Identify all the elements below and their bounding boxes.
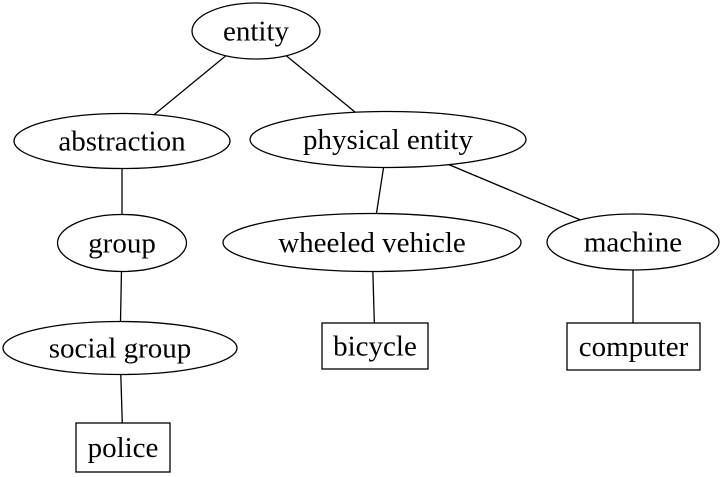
- node-police-shape: [75, 422, 171, 473]
- node-abstraction: abstraction: [13, 112, 231, 170]
- node-machine-label: machine: [584, 227, 682, 259]
- node-group-label: group: [88, 228, 156, 260]
- node-entity-shape: [191, 2, 321, 60]
- node-police-label: police: [88, 432, 159, 464]
- node-bicycle-label: bicycle: [333, 331, 417, 363]
- node-social-group-shape: [2, 320, 238, 376]
- node-physical-entity: physical entity: [249, 110, 527, 169]
- node-entity: entity: [191, 2, 321, 60]
- node-wheeled-vehicle-shape: [222, 212, 522, 273]
- node-group: group: [56, 213, 188, 273]
- node-group-shape: [56, 213, 188, 273]
- node-physical-entity-label: physical entity: [303, 124, 473, 156]
- node-abstraction-shape: [13, 112, 231, 170]
- node-computer-label: computer: [579, 331, 689, 363]
- node-bicycle: bicycle: [321, 322, 429, 370]
- node-social-group-label: social group: [49, 333, 192, 365]
- node-machine: machine: [546, 213, 720, 271]
- node-wheeled-vehicle: wheeled vehicle: [222, 212, 522, 273]
- node-machine-shape: [546, 213, 720, 271]
- node-entity-label: entity: [223, 16, 290, 48]
- node-bicycle-shape: [321, 322, 429, 370]
- node-computer-shape: [566, 322, 701, 371]
- node-wheeled-vehicle-label: wheeled vehicle: [278, 227, 466, 259]
- node-social-group: social group: [2, 320, 238, 376]
- node-abstraction-label: abstraction: [58, 126, 186, 158]
- node-computer: computer: [566, 322, 701, 371]
- node-police: police: [75, 422, 171, 473]
- node-physical-entity-shape: [249, 110, 527, 169]
